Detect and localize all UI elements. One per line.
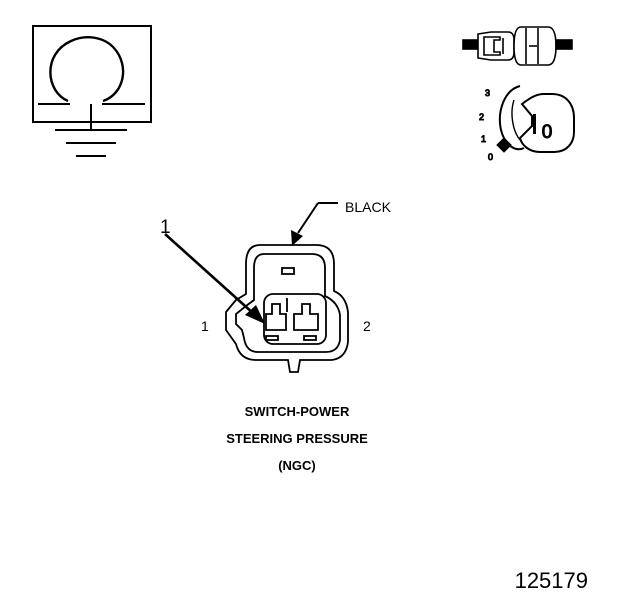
color-leader: [291, 202, 338, 246]
caption-line-2: STEERING PRESSURE: [226, 431, 368, 446]
key-position-1: 1: [481, 134, 486, 144]
pin-1-label: 1: [201, 318, 209, 334]
connector-face: [225, 244, 349, 373]
key-face-label: 0: [542, 122, 553, 143]
figure-number: 125179: [515, 568, 588, 593]
color-label: BLACK: [345, 199, 392, 215]
ground-symbol-icon: [32, 25, 152, 157]
caption-line-3: (NGC): [278, 458, 316, 473]
ignition-key-icon: 3 2 1 0 0: [479, 85, 575, 163]
connector-plug-icon: [462, 26, 573, 66]
callout-arrow: [164, 233, 265, 324]
callout-number: 1: [160, 217, 171, 238]
caption-line-1: SWITCH-POWER: [245, 404, 350, 419]
key-position-2: 2: [479, 112, 484, 122]
pin-2-label: 2: [363, 318, 371, 334]
key-position-0: 0: [488, 152, 493, 162]
key-position-3: 3: [485, 88, 490, 98]
